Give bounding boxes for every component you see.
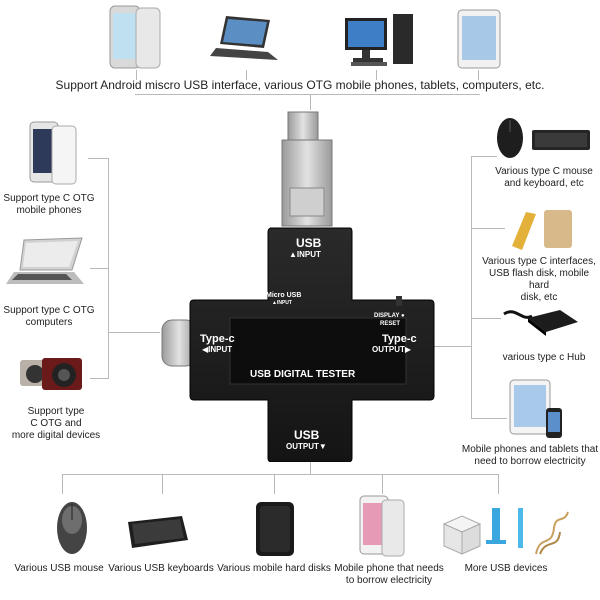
button-dot-icon: ● bbox=[401, 313, 405, 319]
left-caption-3: Support type C OTG and more digital devi… bbox=[11, 406, 101, 441]
left-laptop-image bbox=[6, 236, 86, 288]
usb-input-sub: ▲INPUT bbox=[289, 250, 321, 259]
left-caption-1: Support type C OTG mobile phones bbox=[3, 193, 95, 216]
bottom-caption-4: Mobile phone that needs to borrow electr… bbox=[334, 563, 444, 586]
bottom-phone-image bbox=[356, 494, 408, 558]
left-phone-image bbox=[26, 120, 78, 188]
top-laptop-image bbox=[210, 14, 282, 64]
top-tablet-image bbox=[456, 8, 504, 70]
camera-icon bbox=[20, 358, 82, 390]
usb-output-sub: OUTPUT▼ bbox=[286, 442, 327, 451]
up-arrow-icon: ▲ bbox=[289, 250, 297, 259]
usb-digital-tester bbox=[160, 110, 440, 462]
right-mouse-keyboard-image bbox=[494, 114, 594, 160]
typec-output-sub: OUTPUT▶ bbox=[372, 345, 412, 354]
typec-output-label: Type-c bbox=[382, 333, 417, 345]
bottom-usb-gadgets-image bbox=[440, 504, 572, 558]
top-desktop-image bbox=[343, 12, 417, 68]
reset-label: RESET bbox=[380, 321, 401, 327]
bottom-keyboard-image bbox=[126, 514, 190, 550]
usb-input-label: USB bbox=[296, 236, 322, 250]
right-hub-image bbox=[502, 296, 582, 344]
bottom-caption-1: Various USB mouse bbox=[14, 563, 104, 574]
mouse-icon bbox=[57, 502, 87, 554]
bottom-caption-2: Various USB keyboards bbox=[108, 563, 214, 574]
bottom-hard-disk-image bbox=[254, 500, 296, 558]
laptop-icon bbox=[210, 16, 278, 60]
left-caption-2: Support type C OTG computers bbox=[3, 305, 95, 328]
phone-icon bbox=[109, 5, 161, 69]
right-tablet-phone-image bbox=[508, 378, 568, 440]
mouse-keyboard-icon bbox=[497, 118, 590, 158]
right-caption-2: Various type C interfaces, USB flash dis… bbox=[482, 256, 596, 303]
right-arrow-icon: ▶ bbox=[404, 345, 412, 354]
usb-gadgets-icon bbox=[442, 508, 569, 555]
keyboard-icon bbox=[128, 516, 188, 548]
bottom-caption-3: Various mobile hard disks bbox=[217, 563, 331, 574]
tester-title: USB DIGITAL TESTER bbox=[250, 369, 356, 380]
laptop-icon bbox=[6, 237, 84, 284]
bottom-caption-5: More USB devices bbox=[464, 563, 548, 574]
top-caption: Support Android miscro USB interface, va… bbox=[55, 78, 545, 92]
bottom-mouse-image bbox=[54, 500, 90, 556]
phone-icon bbox=[29, 121, 77, 185]
flash-disk-icon bbox=[512, 210, 572, 250]
left-camera-image bbox=[18, 350, 88, 394]
desktop-computer-icon bbox=[345, 14, 413, 66]
right-flash-disk-image bbox=[508, 206, 578, 252]
hard-disk-icon bbox=[256, 502, 294, 556]
usb-output-label: USB bbox=[294, 428, 320, 442]
down-arrow-icon: ▼ bbox=[318, 442, 327, 451]
up-arrow-icon: ▲ bbox=[272, 300, 277, 306]
typec-input-sub: ◀INPUT bbox=[202, 345, 233, 354]
tablet-icon bbox=[457, 9, 501, 69]
top-phone-image bbox=[106, 4, 166, 72]
tester-body-icon bbox=[161, 111, 435, 462]
left-arrow-icon: ◀ bbox=[202, 345, 209, 354]
right-caption-1: Various type C mouse and keyboard, etc bbox=[495, 166, 593, 189]
tablet-phone-icon bbox=[509, 379, 562, 438]
right-caption-4: Mobile phones and tablets that need to b… bbox=[461, 444, 599, 467]
micro-usb-label: Micro USB bbox=[266, 292, 302, 299]
phone-icon bbox=[359, 495, 405, 557]
typec-input-label: Type-c bbox=[200, 333, 235, 345]
micro-usb-sub: ▲INPUT bbox=[272, 300, 292, 306]
display-label: DISPLAY ● bbox=[374, 313, 405, 319]
right-caption-3: various type c Hub bbox=[502, 352, 586, 363]
hub-icon bbox=[503, 310, 578, 336]
